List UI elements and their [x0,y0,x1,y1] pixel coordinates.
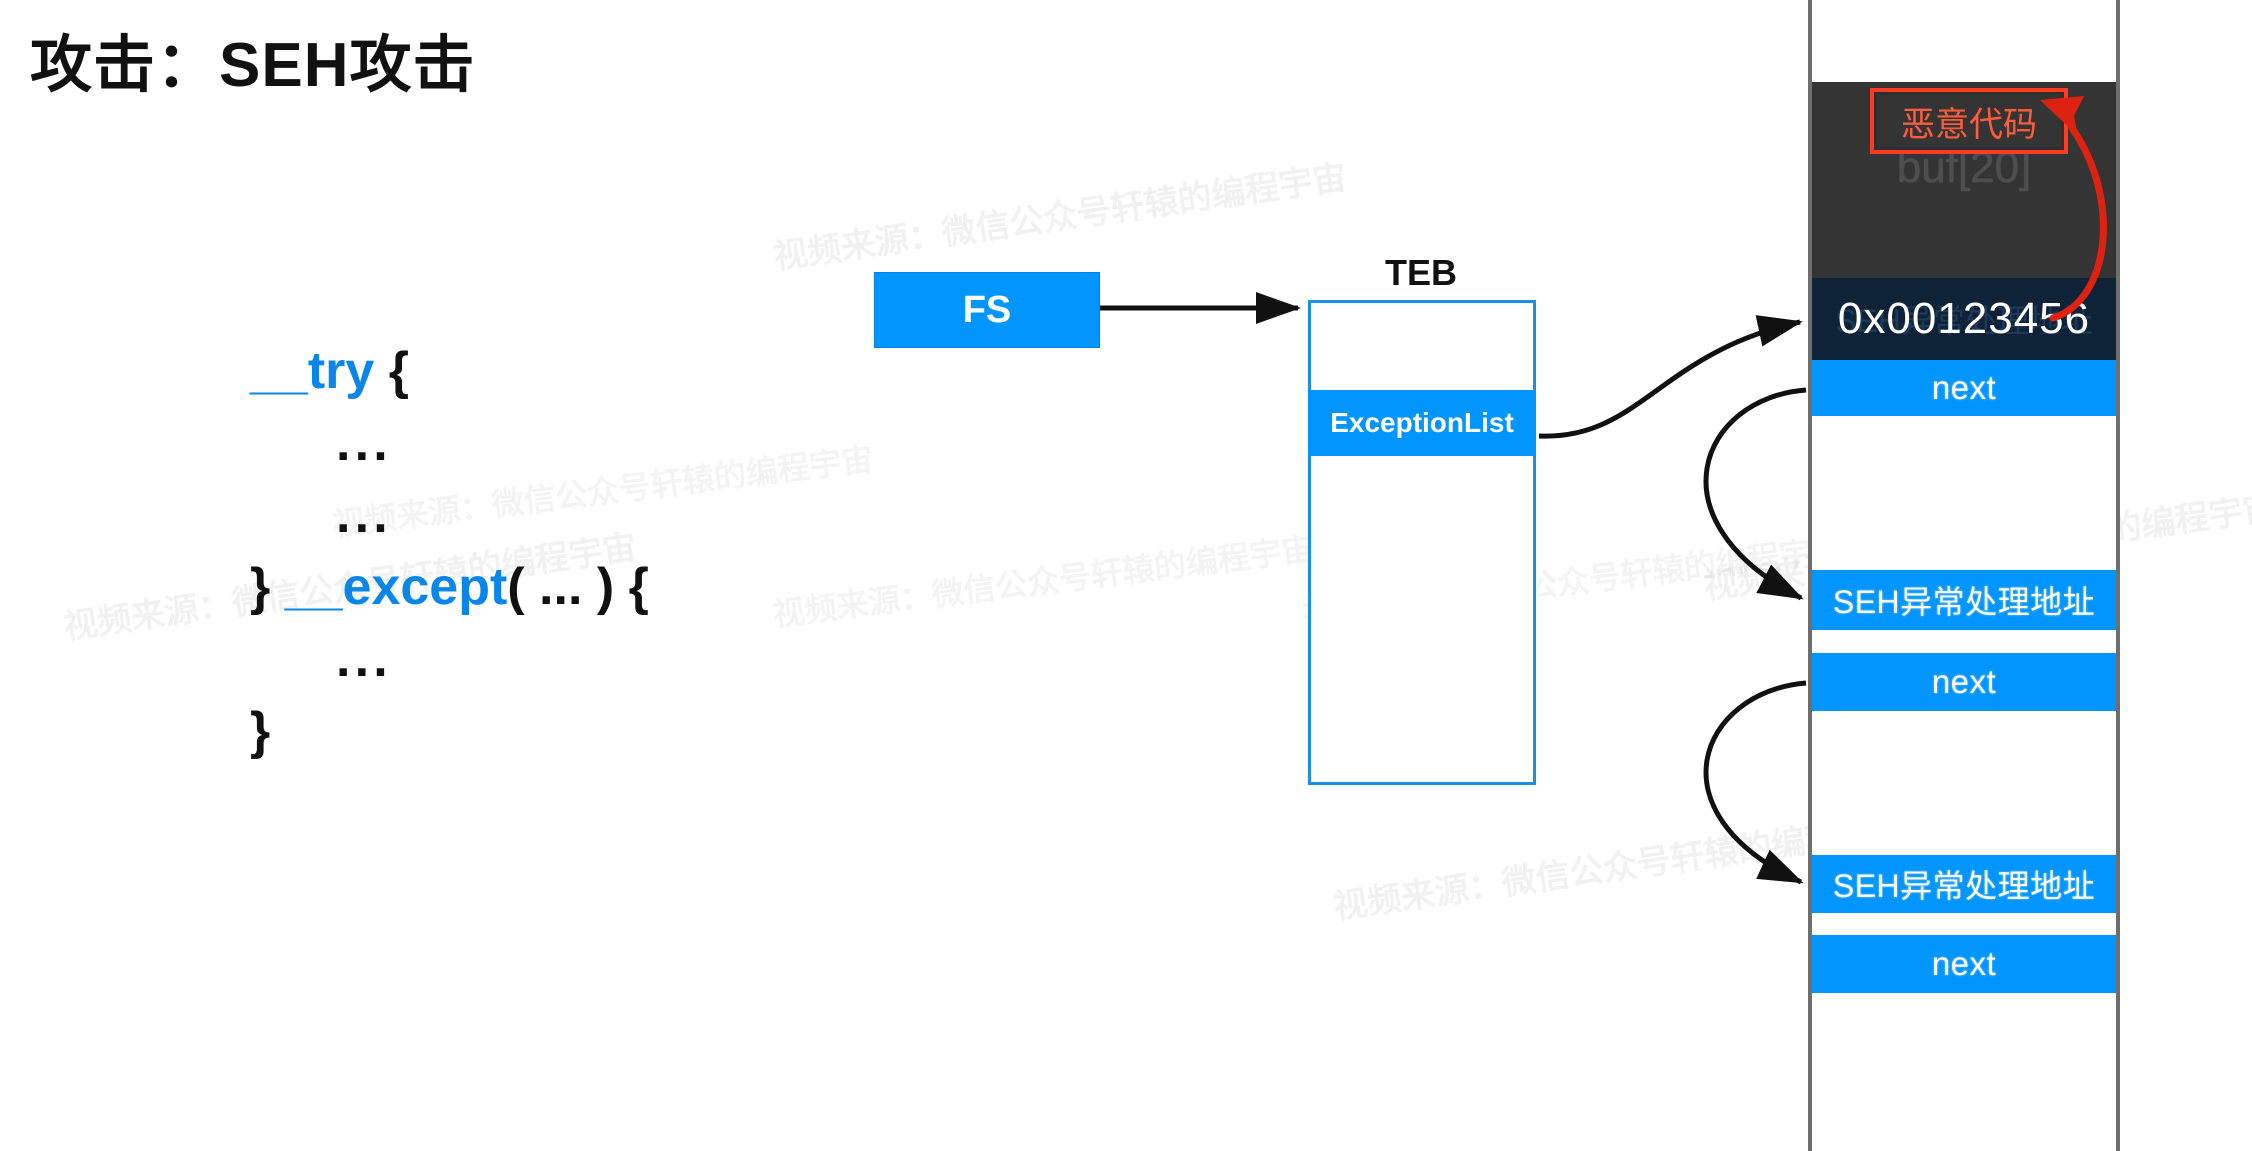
watermark-text: 视频来源：微信公众号轩辕的编程宇宙 [770,530,1316,633]
exceptionlist-label: ExceptionList [1330,407,1514,438]
watermark-text: 视频来源：微信公众号轩辕的编程宇宙 [771,158,1349,277]
code-line-try: __try { [250,345,649,417]
stack-band-next: next [1812,653,2116,711]
stack-band-seh-handler: SEH异常处理地址 [1812,855,2116,913]
code-line-except: } __except( ... ) { [250,561,649,633]
teb-box [1308,300,1536,785]
keyword-except: __except [284,558,508,616]
fs-register-box: FS [874,272,1100,348]
teb-title: TEB [1385,252,1457,293]
code-line-except-rest: ( ... ) { [507,558,649,616]
fs-label: FS [962,288,1012,331]
code-line-try-rest: { [374,342,409,400]
teb-exceptionlist-field: ExceptionList [1308,390,1536,456]
arrow-next1-to-seh1 [1703,387,1807,601]
code-block: __try { ... ... } __except( ... ) { ... … [250,345,649,777]
malicious-code-box: 恶意代码 [1870,88,2068,154]
keyword-try: __try [250,342,375,400]
code-line-ellipsis-1: ... [336,414,392,472]
stack-band-seh-handler: SEH异常处理地址 [1812,570,2116,630]
code-line-ellipsis-3: ... [336,630,392,688]
code-close-brace-prefix: } [250,558,285,616]
arrow-next2-to-seh2 [1703,680,1807,885]
code-line-close-brace: } [250,702,271,760]
code-line-ellipsis-2: ... [336,486,392,544]
stack-band-next: next [1812,935,2116,993]
page-title: 攻击：SEH攻击 [30,31,476,100]
malicious-code-label: 恶意代码 [1901,105,2037,144]
overwritten-seh-value: 0x00123456 [1837,294,2091,343]
arrow-exceptionlist-to-stack [1538,315,1803,439]
stack-band-next: next [1812,360,2116,416]
